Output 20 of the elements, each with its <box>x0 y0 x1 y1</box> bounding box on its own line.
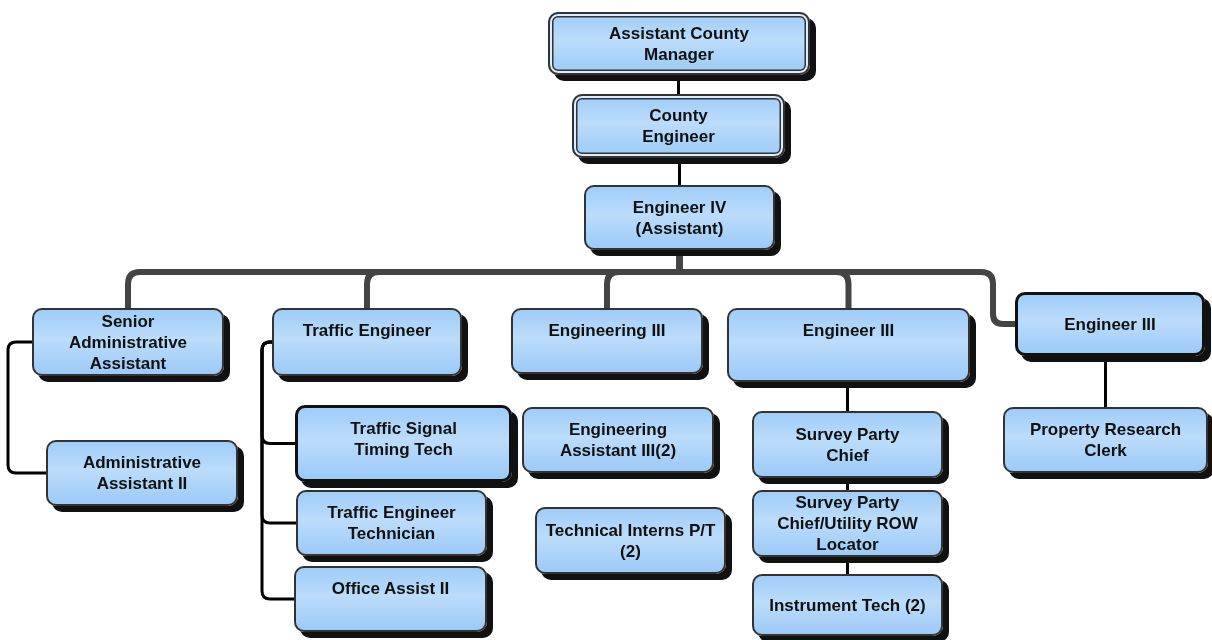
job-title: Property Research Clerk <box>1029 419 1182 461</box>
job-title: Engineer III <box>802 320 895 341</box>
job-title: Survey Party Chief <box>794 423 901 466</box>
job-title: Senior Administrative Assistant <box>67 310 189 374</box>
job-title: Engineer IV (Assistant) <box>631 196 728 239</box>
job-title: Technical Interns P/T (2) <box>544 519 717 562</box>
job-title: County Engineer <box>641 105 716 147</box>
job-title: Administrative Assistant II <box>81 452 203 494</box>
job-title: Engineering III <box>548 320 666 341</box>
job-title: Office Assist II <box>331 578 450 599</box>
job-title: Survey Party Chief/Utility ROW Locator <box>776 492 919 555</box>
connector-line <box>260 340 294 601</box>
job-title: Engineering Assistant III(2) <box>558 419 678 461</box>
job-title: Traffic Engineer <box>302 320 432 341</box>
job-title: Engineer III <box>1064 313 1156 335</box>
job-title: Assistant County Manager <box>608 22 750 65</box>
connector-line <box>6 340 46 475</box>
job-title: Traffic Signal Timing Tech <box>349 418 458 460</box>
job-title: Traffic Engineer Technician <box>326 502 457 544</box>
job-title: Instrument Tech (2) <box>769 594 926 616</box>
